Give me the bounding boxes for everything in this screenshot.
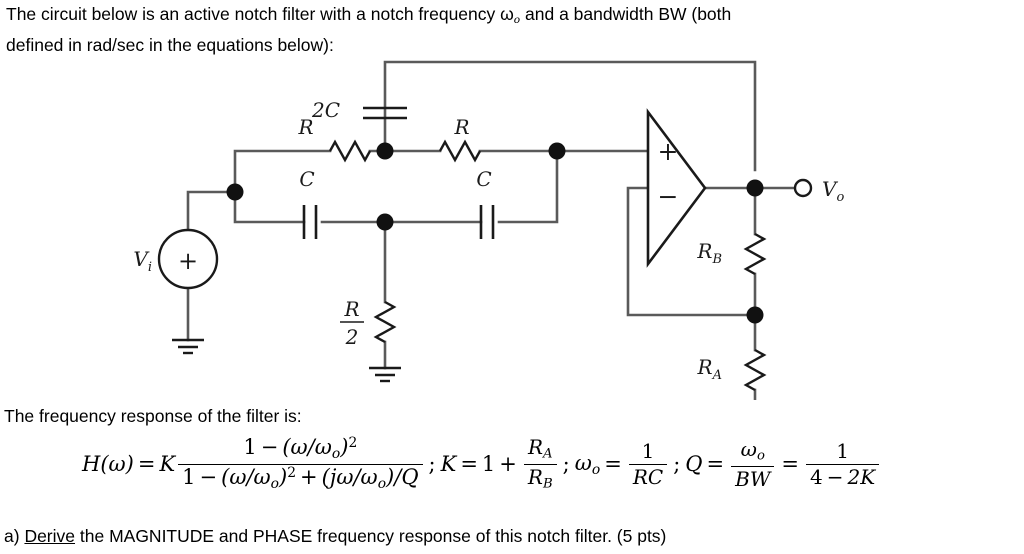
label-r-top-left: R: [297, 115, 313, 139]
capacitor-c-right: [479, 205, 495, 239]
eq-equals-3: =: [604, 452, 622, 477]
ground-r-half: [369, 366, 401, 383]
wire-node-to-source: [186, 190, 237, 232]
eq-omega-denominator: RC: [632, 464, 664, 489]
task-label: a): [4, 526, 20, 546]
svg-text:RA: RA: [697, 355, 722, 383]
eq-k-plus: +: [499, 452, 517, 477]
circuit-svg: R R 2C C C: [133, 60, 844, 440]
eq-equals-1: =: [137, 452, 156, 477]
eq-q2-denominator: 4−2K: [810, 464, 876, 489]
task-rest: the MAGNITUDE and PHASE frequency respon…: [75, 526, 667, 546]
opamp-minus-sign: −: [658, 182, 679, 211]
node-dots: [226, 142, 764, 324]
eq-k-numerator: RA: [527, 435, 553, 462]
label-vo: Vo: [822, 177, 844, 205]
source-plus-sign: +: [178, 247, 198, 275]
equation-row: H(ω) = K 1−(ω/ωo)2 1−(ω/ωo)2+(jω/ωo)/Q ;…: [82, 435, 882, 492]
label-cap-c-right: C: [476, 167, 491, 191]
label-rb: RB: [696, 239, 722, 267]
node-ra-rb-junction: [746, 306, 764, 324]
eq-equals-4: =: [706, 452, 725, 477]
eq-k-name: K: [440, 452, 457, 477]
wire-in-to-c1: [233, 190, 306, 224]
intro-line1-part1: The circuit below is an active notch fil…: [6, 4, 514, 24]
eq-q-numerator: ωo: [740, 437, 765, 464]
eq-q2-numerator: 1: [836, 439, 849, 464]
omega-o-inline: o: [513, 13, 521, 26]
response-heading: The frequency response of the filter is:: [4, 406, 302, 426]
node-opamp-plus: [548, 142, 566, 160]
svg-text:R: R: [343, 297, 359, 321]
wire-in-to-r1: [233, 149, 332, 194]
eq-sep-1: ;: [428, 452, 436, 477]
node-2c-top: [376, 142, 394, 160]
eq-transfer-numerator: 1−(ω/ωo)2: [243, 435, 358, 463]
eq-equals-5: =: [781, 452, 799, 477]
resistor-r-top-right: [438, 139, 482, 163]
eq-fraction-bar: [178, 463, 423, 465]
eq-h-omega: H(ω): [82, 452, 134, 477]
eq-equals-2: =: [460, 452, 478, 477]
eq-omega-fraction: 1 RC: [628, 439, 668, 489]
circuit-diagram: R R 2C C C: [0, 50, 1024, 440]
eq-transfer-fraction: 1−(ω/ωo)2 1−(ω/ωo)2+(jω/ωo)/Q: [178, 435, 423, 492]
intro-line2: defined in rad/sec in the equations belo…: [6, 34, 334, 55]
node-output: [746, 179, 764, 197]
eq-omega-numerator: 1: [641, 439, 655, 464]
task-line-a: a) Derive the MAGNITUDE and PHASE freque…: [4, 524, 666, 548]
label-r-half: R 2: [340, 297, 364, 349]
eq-q2-fraction: 1 4−2K: [806, 439, 880, 489]
eq-q-name: Q: [685, 452, 703, 477]
capacitor-c-left: [302, 205, 318, 239]
opamp-plus-sign: +: [658, 137, 679, 166]
intro-line1-part2: and a bandwidth BW (both: [520, 4, 732, 24]
resistor-rb: [743, 232, 767, 276]
eq-k-factor: K: [159, 452, 176, 477]
wire-top-feedback: [383, 60, 757, 172]
node-twin-t-mid: [376, 213, 394, 231]
label-cap-2c: 2C: [311, 98, 340, 122]
eq-transfer-denominator: 1−(ω/ωo)2+(jω/ωo)/Q: [182, 464, 419, 492]
resistor-r-top-left: [328, 139, 372, 163]
wire-c2-to-nodeplus: [497, 149, 559, 224]
resistor-ra: [743, 348, 767, 392]
label-r-top-right: R: [453, 115, 469, 139]
wire-feedback-to-minus: [626, 186, 757, 317]
wire-group: [186, 60, 797, 427]
node-input: [226, 183, 244, 201]
eq-k-fraction: RA RB: [523, 435, 557, 492]
label-cap-c-left: C: [299, 167, 314, 191]
eq-omega-name: ωo: [574, 450, 601, 478]
eq-q-fraction: ωo BW: [731, 437, 775, 491]
eq-k-denominator: RB: [527, 464, 553, 492]
label-ra: RA: [697, 355, 722, 383]
svg-text:RB: RB: [696, 239, 722, 267]
voltage-source-vi: [157, 228, 219, 290]
output-terminal-vo: [793, 178, 813, 198]
intro-paragraph: The circuit below is an active notch fil…: [6, 2, 1018, 58]
label-vi: Vi: [133, 247, 152, 275]
capacitor-2c: [363, 106, 407, 120]
opamp-triangle: [646, 108, 707, 268]
eq-sep-3: ;: [673, 452, 681, 477]
svg-text:2: 2: [345, 325, 359, 349]
resistor-r-half: [373, 300, 397, 344]
eq-q-denominator: BW: [735, 466, 771, 491]
task-underlined-verb: Derive: [24, 526, 76, 546]
ground-source: [172, 338, 204, 355]
eq-k-one: 1: [481, 452, 496, 477]
eq-sep-2: ;: [562, 452, 570, 477]
